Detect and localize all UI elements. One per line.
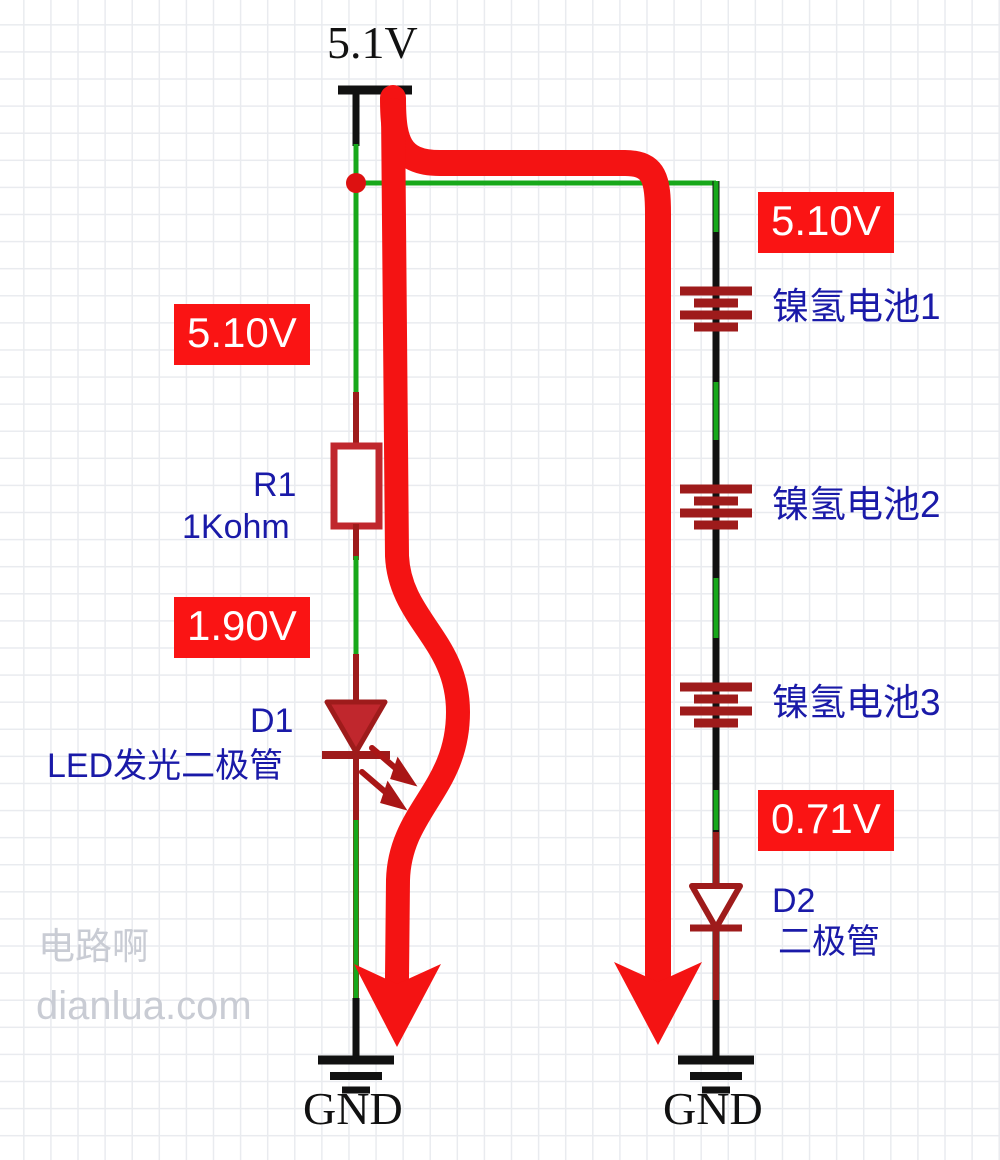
resistor-symbol-r1 — [330, 442, 383, 530]
diode-designator-label: D2 — [772, 882, 816, 920]
led-designator-label: D1 — [250, 702, 294, 740]
junction-dot — [346, 173, 366, 193]
badge-node-voltage-left-top: 5.10V — [174, 304, 310, 365]
battery-2-label: 镍氢电池2 — [772, 484, 941, 525]
battery-symbol-1 — [680, 286, 752, 332]
ground-right-label: GND — [663, 1083, 763, 1134]
ground-symbol-left — [318, 1055, 394, 1094]
led-emission-arrows-icon — [359, 745, 418, 811]
battery-symbol-3 — [680, 682, 752, 728]
current-flow-arrow-left — [354, 98, 470, 1047]
led-symbol-d1 — [322, 699, 390, 759]
badge-node-voltage-right-top: 5.10V — [758, 192, 894, 253]
watermark-line-1: 电路啊 — [38, 926, 149, 967]
battery-1-label: 镍氢电池1 — [772, 286, 941, 327]
diode-symbol-d2 — [689, 883, 743, 932]
supply-voltage-label: 5.1V — [327, 17, 418, 68]
battery-symbol-2 — [680, 484, 752, 530]
ground-left-label: GND — [303, 1083, 403, 1134]
diode-description-label: 二极管 — [778, 923, 880, 961]
badge-node-voltage-led-anode: 1.90V — [174, 597, 310, 658]
battery-3-label: 镍氢电池3 — [772, 682, 941, 723]
ground-symbol-right — [678, 1055, 754, 1094]
resistor-value-label: 1Kohm — [182, 508, 290, 546]
watermark-line-2: dianlua.com — [36, 984, 252, 1028]
current-flow-arrow-right — [380, 85, 702, 1045]
resistor-designator-label: R1 — [253, 466, 297, 504]
led-description-label: LED发光二极管 — [47, 747, 284, 785]
badge-node-voltage-d2-anode: 0.71V — [758, 790, 894, 851]
